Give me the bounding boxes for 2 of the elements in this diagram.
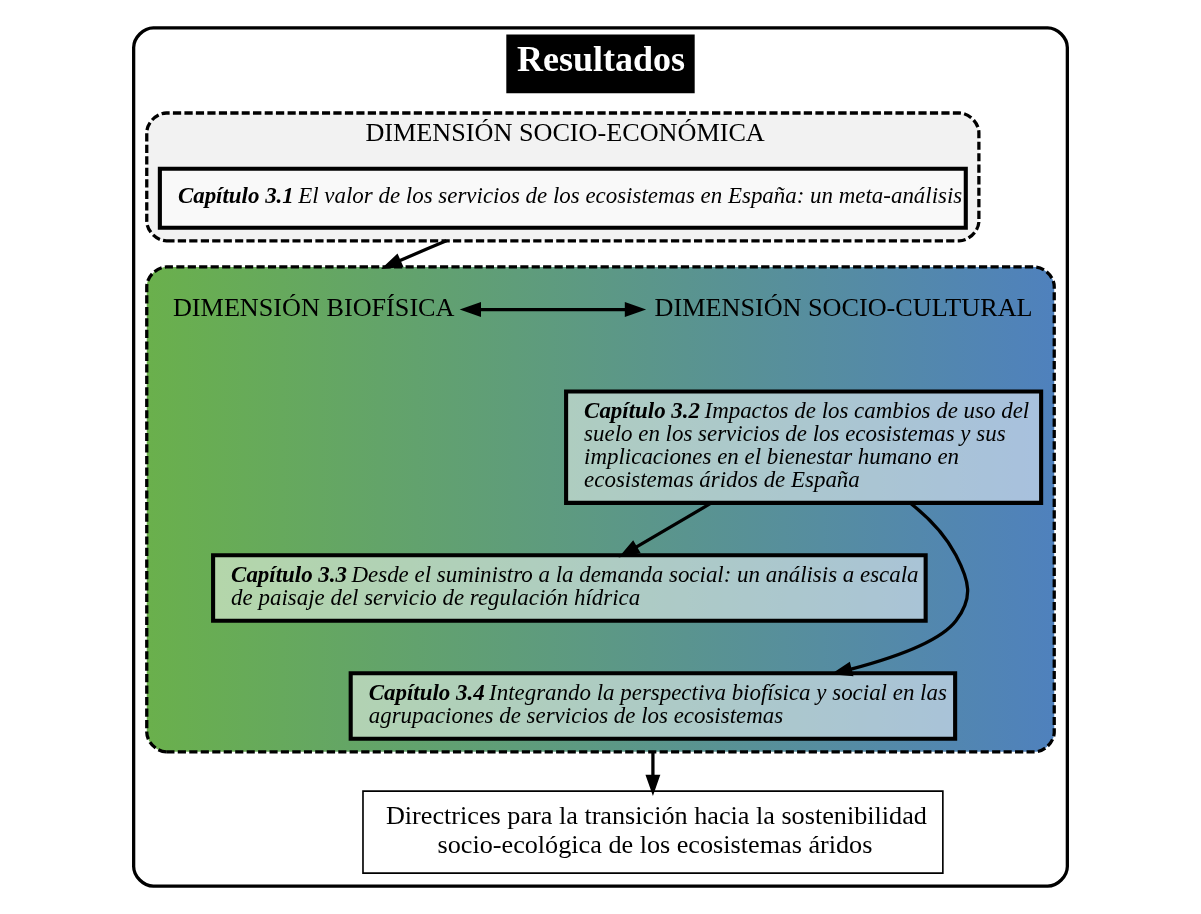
node-text: DIMENSIÓN SOCIO-CULTURAL [654, 292, 1033, 322]
node-text: DIMENSIÓN BIOFÍSICA [172, 292, 455, 322]
